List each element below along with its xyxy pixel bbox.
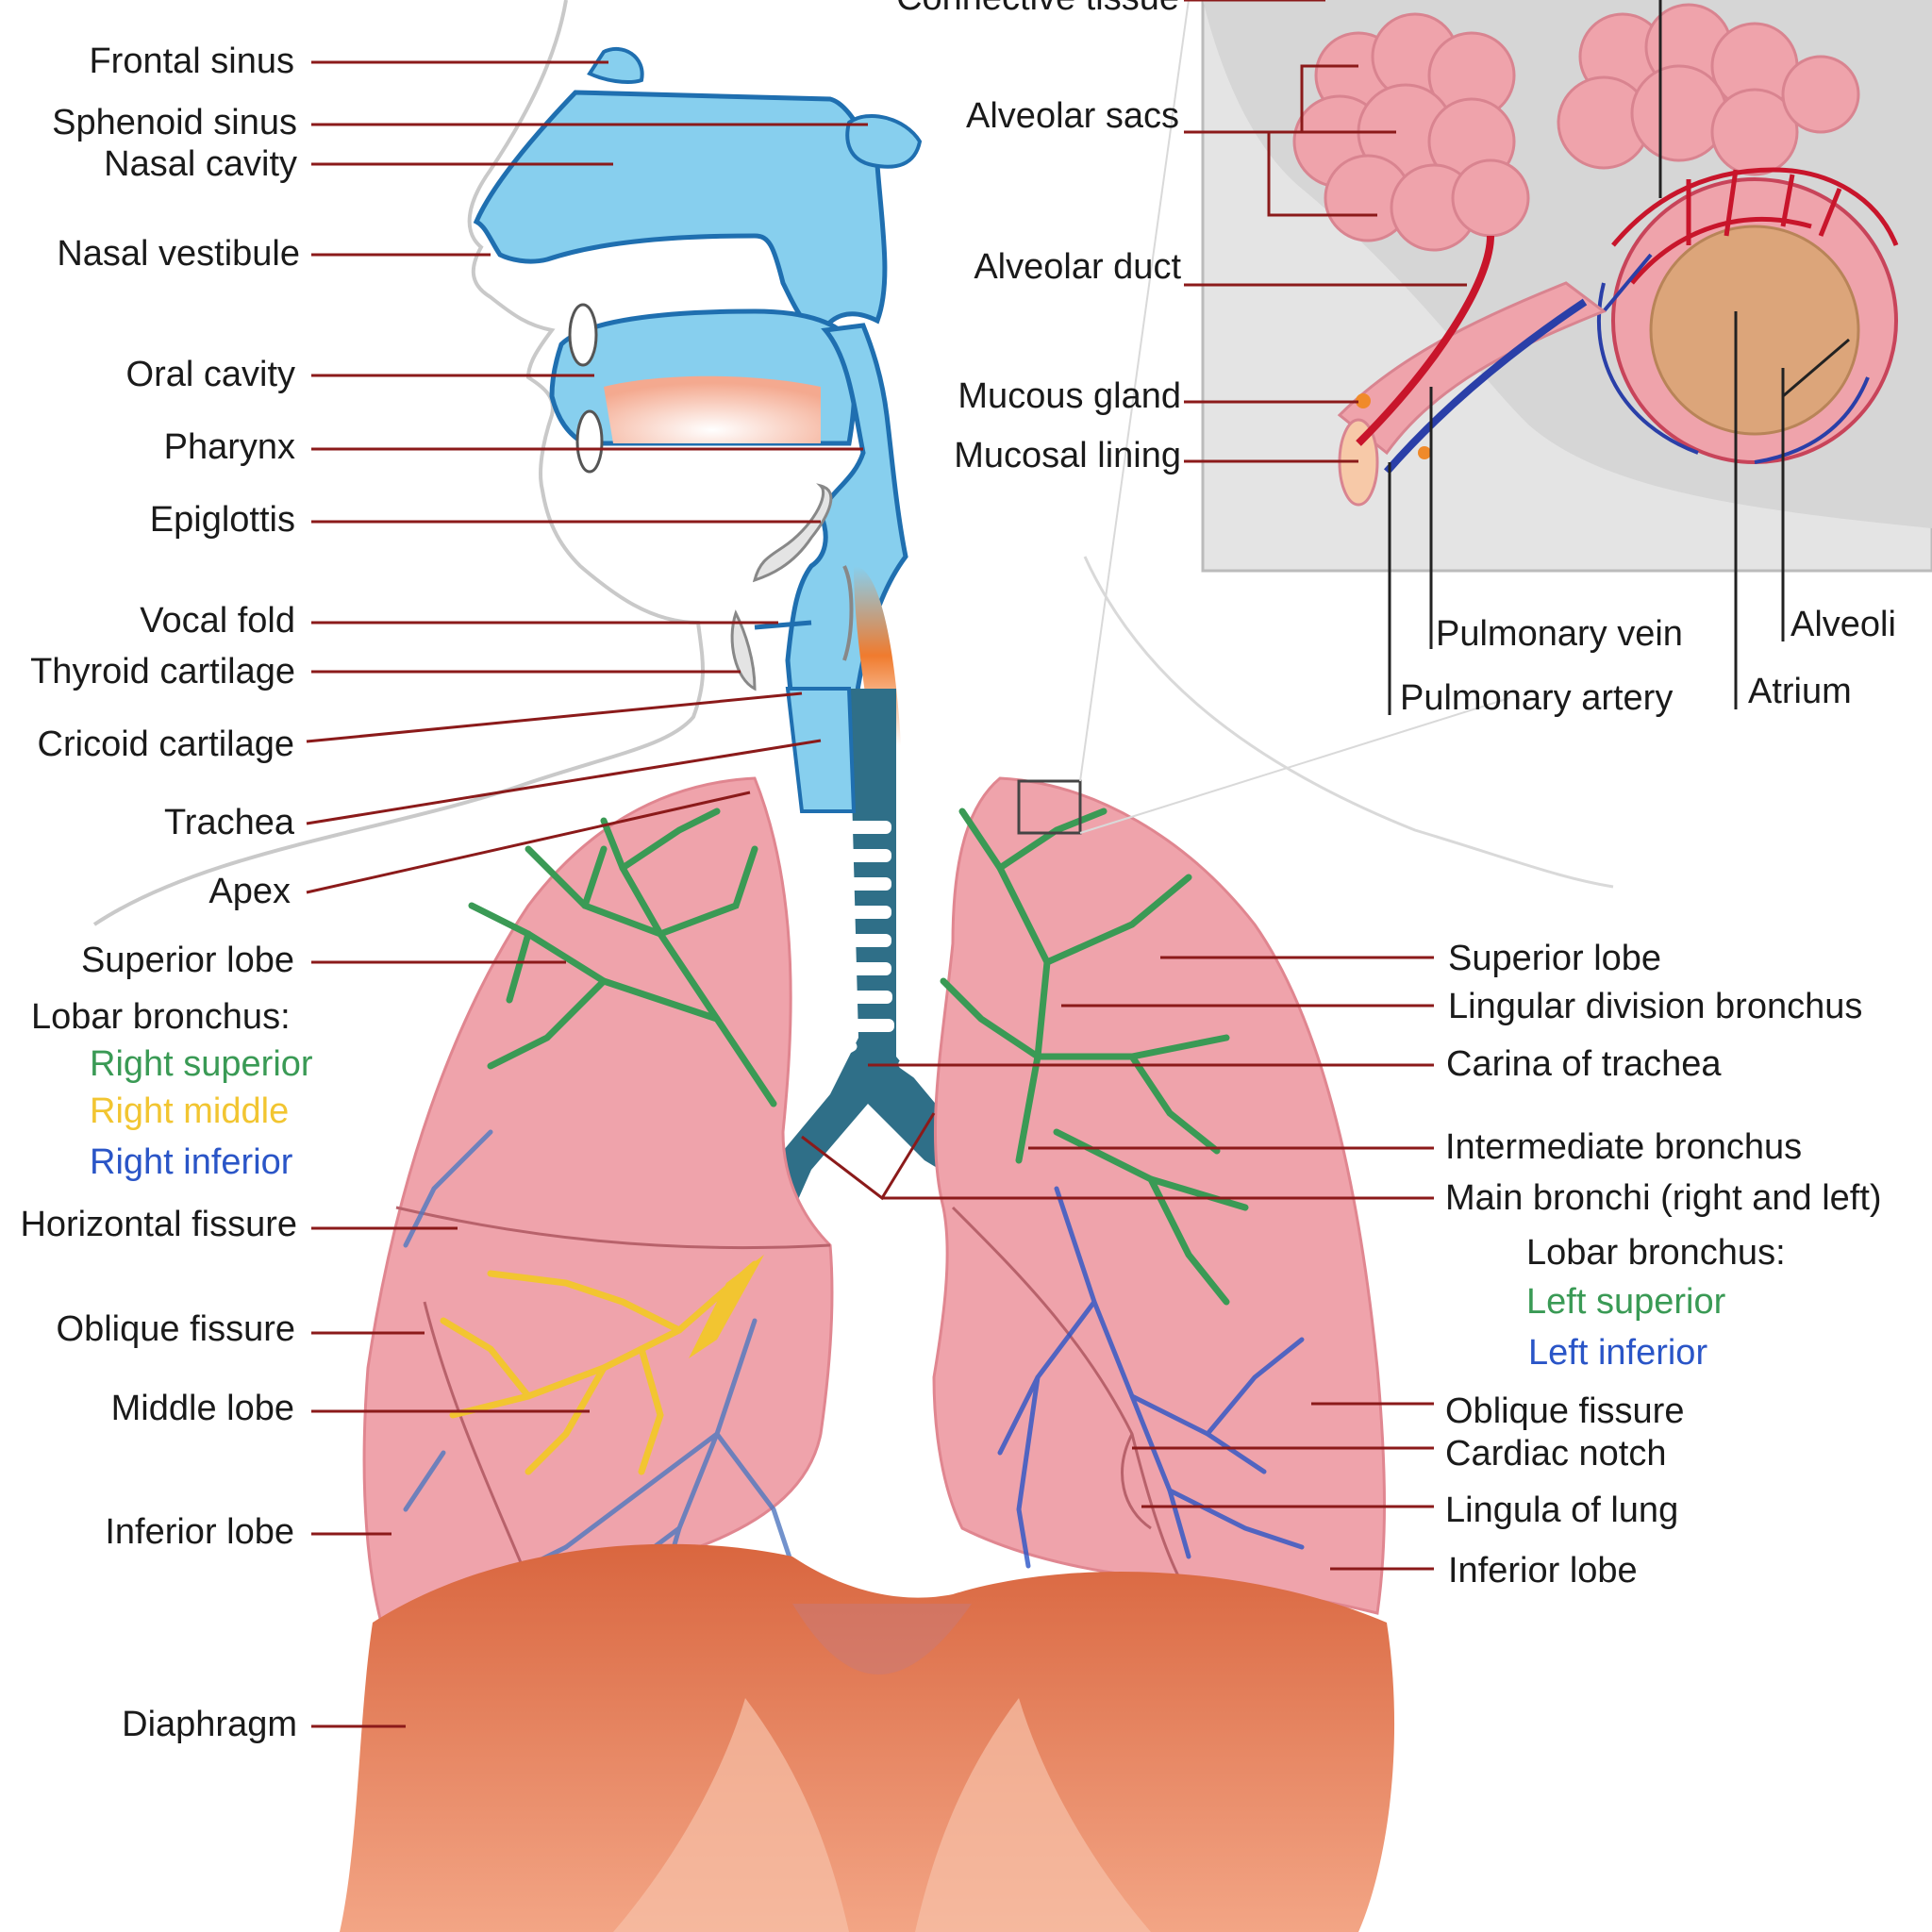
label-thyroid-cartilage: Thyroid cartilage: [30, 652, 295, 691]
label-middle-lobe: Middle lobe: [111, 1389, 294, 1428]
magnified-region-box: [1017, 779, 1082, 835]
horizontal-fissure-line: [395, 1206, 831, 1250]
label-intermediate-bronchus: Intermediate bronchus: [1445, 1127, 1802, 1167]
diaphragm-crus-right: [915, 1698, 1151, 1932]
alveolus-cross-section: [1611, 177, 1898, 464]
label-alveolar-duct: Alveolar duct: [974, 247, 1181, 287]
leader-lines-right: [801, 956, 1434, 1571]
label-mucosal-lining: Mucosal lining: [954, 436, 1181, 475]
label-superior-lobe-left: Superior lobe: [1448, 939, 1661, 978]
cardiac-notch-line: [1121, 1433, 1152, 1530]
pulmonary-vein-vessel: [1356, 235, 1494, 446]
labels-inset: Connective tissue Alveolar sacs Alveolar…: [896, 0, 1896, 718]
diaphragm-crus-left: [613, 1698, 849, 1932]
label-cardiac-notch: Cardiac notch: [1445, 1434, 1666, 1474]
label-oral-cavity: Oral cavity: [126, 355, 295, 394]
lower-tooth: [575, 409, 604, 474]
label-cricoid-cartilage: Cricoid cartilage: [38, 724, 294, 764]
label-inferior-lobe-right: Inferior lobe: [105, 1512, 294, 1552]
alveolar-sac-clusters: [1292, 3, 1860, 252]
zoom-guide-bottom: [1079, 697, 1510, 834]
label-superior-lobe-right: Superior lobe: [81, 941, 294, 980]
label-sphenoid-sinus: Sphenoid sinus: [52, 103, 297, 142]
label-right-middle: Right middle: [90, 1091, 289, 1131]
capillary-network: [1611, 167, 1899, 285]
right-lung: [362, 776, 834, 1643]
label-left-superior: Left superior: [1526, 1282, 1726, 1322]
label-lobar-bronchus-right: Lobar bronchus:: [31, 997, 291, 1037]
label-oblique-fissure-left: Oblique fissure: [1445, 1391, 1684, 1431]
right-middle-bronchus: [440, 1260, 758, 1475]
label-inferior-lobe-left: Inferior lobe: [1448, 1551, 1638, 1591]
label-lingular-division-bronchus: Lingular division bronchus: [1448, 987, 1862, 1026]
label-pharynx: Pharynx: [164, 427, 295, 467]
thyroid-cartilage-shape: [730, 609, 757, 691]
labels-right: Superior lobe Lingular division bronchus…: [1445, 939, 1882, 1591]
nasal-cavity-shape: [473, 90, 888, 339]
labels-left: Frontal sinus Sphenoid sinus Nasal cavit…: [20, 42, 312, 1744]
label-mucous-gland: Mucous gland: [958, 376, 1181, 416]
tongue-shape: [604, 375, 821, 443]
label-atrium: Atrium: [1748, 672, 1852, 711]
label-epiglottis: Epiglottis: [150, 500, 295, 540]
upper-airway: [473, 46, 923, 767]
right-middle-trunk: [689, 1255, 764, 1358]
label-left-inferior: Left inferior: [1528, 1333, 1707, 1373]
sphenoid-sinus-shape: [845, 113, 923, 169]
vocal-fold-shape: [754, 620, 812, 630]
label-oblique-fissure-right: Oblique fissure: [57, 1309, 295, 1349]
label-pulmonary-artery: Pulmonary artery: [1400, 678, 1673, 718]
larynx-cartilage: [842, 565, 854, 661]
leader-lines-inset: [1184, 0, 1850, 715]
label-nasal-vestibule: Nasal vestibule: [57, 234, 300, 274]
label-pulmonary-vein: Pulmonary vein: [1436, 614, 1683, 654]
label-horizontal-fissure: Horizontal fissure: [20, 1205, 297, 1244]
neck-outline: [1083, 556, 1614, 889]
label-main-bronchi: Main bronchi (right and left): [1445, 1178, 1882, 1218]
trachea-group: [726, 687, 1038, 1255]
label-vocal-fold: Vocal fold: [140, 601, 295, 641]
trachea-rings: [778, 821, 1008, 1142]
label-lobar-bronchus-left: Lobar bronchus:: [1526, 1233, 1786, 1273]
leader-lines-left: [306, 60, 868, 1728]
label-alveoli: Alveoli: [1790, 605, 1896, 644]
upper-trachea: [785, 687, 857, 813]
diaphragm-center: [792, 1604, 972, 1674]
left-inferior-bronchus: [997, 1186, 1305, 1569]
label-right-superior: Right superior: [90, 1044, 313, 1084]
diaphragm-shape: [340, 1543, 1395, 1932]
mucous-gland-dot: [1356, 393, 1371, 408]
pulmonary-artery-vessel: [1383, 298, 1588, 475]
label-apex: Apex: [208, 872, 291, 911]
face-outline: [92, 0, 705, 926]
frontal-sinus-shape: [587, 46, 644, 84]
upper-tooth: [568, 303, 598, 367]
left-oblique-fissure-line: [951, 1206, 1191, 1595]
label-trachea: Trachea: [164, 803, 295, 842]
diaphragm-group: [340, 1543, 1395, 1932]
label-connective-tissue: Connective tissue: [896, 0, 1179, 18]
label-right-inferior: Right inferior: [90, 1142, 293, 1182]
head-profile: [92, 0, 1614, 926]
label-alveolar-sacs: Alveolar sacs: [966, 96, 1179, 136]
label-carina-of-trachea: Carina of trachea: [1446, 1044, 1722, 1084]
right-superior-bronchus: [468, 808, 777, 1108]
label-diaphragm: Diaphragm: [122, 1705, 297, 1744]
mucous-gland-dot-2: [1418, 446, 1431, 459]
label-lingula-of-lung: Lingula of lung: [1445, 1491, 1678, 1530]
label-frontal-sinus: Frontal sinus: [89, 42, 294, 81]
label-nasal-cavity: Nasal cavity: [104, 144, 297, 184]
zoom-guide-top: [1079, 0, 1190, 782]
